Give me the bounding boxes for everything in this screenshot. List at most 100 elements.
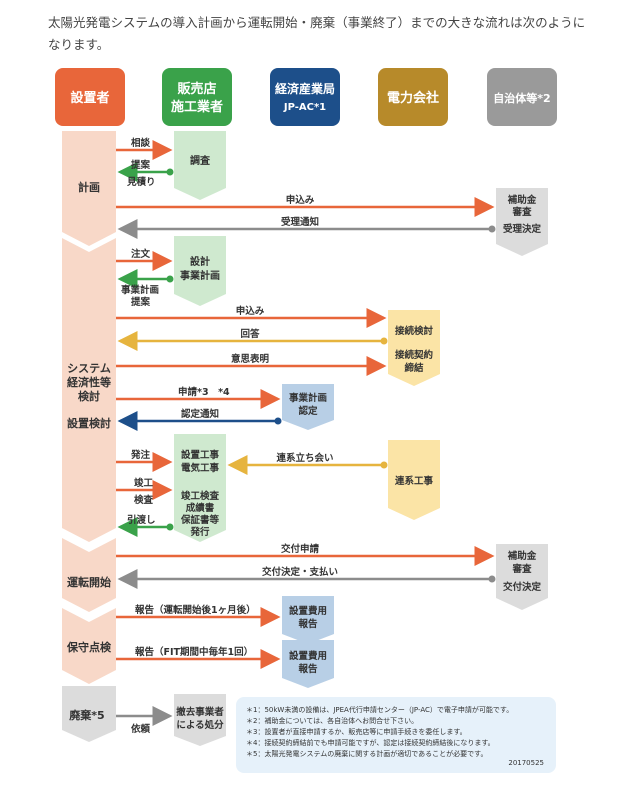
label-completion-2: 検査 <box>134 494 154 506</box>
label-order: 注文 <box>131 248 151 260</box>
phase-maint-shape <box>62 608 116 684</box>
label-order2: 発注 <box>130 449 151 461</box>
label-plan-propose-1: 事業計画 <box>121 284 159 296</box>
phase-plan-shape <box>62 131 116 246</box>
header-meti-label-2: JP-AC*1 <box>283 102 326 113</box>
label-report-fit: 報告（FIT期間中毎年1回） <box>135 646 253 658</box>
box-report1-label-2: 報告 <box>298 618 318 630</box>
box-grid-work <box>388 440 440 520</box>
box-subsidy1-label-2: 審査 <box>511 206 532 218</box>
header-power <box>378 68 448 126</box>
header-vendor-label-2: 施工業者 <box>171 99 223 115</box>
phase-column: 計画 システム 経済性等 検討 設置検討 運転開始 保守点検 廃棄*5 <box>62 131 116 742</box>
label-apply2: 申込み <box>236 305 265 317</box>
box-dispose-label-2: による処分 <box>176 719 224 731</box>
box-subsidy-2 <box>496 544 548 610</box>
label-completion-1: 竣工 <box>134 477 154 489</box>
label-handover: 引渡し <box>127 514 156 526</box>
label-grant-decision: 交付決定・支払い <box>262 566 338 578</box>
box-construct <box>174 434 226 542</box>
label-plan-propose-2: 提案 <box>131 296 151 308</box>
box-survey-label: 調査 <box>190 154 211 167</box>
phase-plan-label: 計画 <box>78 180 100 194</box>
box-subsidy1-label-3: 受理決定 <box>503 223 542 235</box>
box-construct-label-2: 電気工事 <box>181 462 220 474</box>
box-design-label-1: 設計 <box>190 255 210 268</box>
phase-system-label-3: 検討 <box>78 389 100 403</box>
revision-date: 20170525 <box>508 759 544 767</box>
header-vendor-label-1: 販売店 <box>177 81 216 97</box>
box-grid-contract-label-2: 締結 <box>404 362 424 374</box>
vendor-boxes: 調査 設計 事業計画 設置工事 電気工事 竣工検査 成績書 保証書等 発行 撤去… <box>174 131 226 746</box>
box-report-1 <box>282 596 334 644</box>
phase-system-shape <box>62 238 116 542</box>
header-meti <box>270 68 340 126</box>
header-meti-label-1: 経済産業局 <box>275 81 335 96</box>
label-cert-notice: 認定通知 <box>181 408 219 420</box>
box-meti-approve <box>282 384 334 430</box>
box-design-label-2: 事業計画 <box>180 269 220 282</box>
footnote-5: ＊5：太陽光発電システムの廃棄に関する計画が適切であることが必要です。 <box>246 750 488 758</box>
box-construct-label-1: 設置工事 <box>181 449 220 461</box>
footnote-4: ＊4：接続契約締結前でも申請可能ですが、認定は接続契約締結後になります。 <box>246 739 495 747</box>
box-dispose-vendor <box>174 694 226 746</box>
column-headers: 設置者 販売店 施工業者 経済産業局 JP-AC*1 電力会社 自治体等*2 <box>55 68 557 126</box>
phase-start-label: 運転開始 <box>67 575 111 589</box>
arrow-labels: 相談 提案 見積り 申込み 受理通知 注文 事業計画 提案 申込み 回答 意思表… <box>121 137 338 735</box>
label-request: 依頼 <box>131 723 151 735</box>
header-vendor <box>162 68 232 126</box>
box-dispose-label-1: 撤去事業者 <box>176 706 224 718</box>
arrow-propose-dot <box>166 168 174 176</box>
box-grid-work-label: 連系工事 <box>395 475 434 487</box>
local-boxes: 補助金 審査 受理決定 補助金 審査 交付決定 <box>496 188 548 610</box>
box-inspect-label-2: 成績書 <box>186 502 215 514</box>
label-estimate: 見積り <box>126 176 156 188</box>
box-meti-label-2: 認定 <box>298 405 318 417</box>
phase-maint-label: 保守点検 <box>66 640 112 654</box>
box-survey <box>174 131 226 200</box>
label-report-first: 報告（運転開始後1ヶ月後） <box>135 604 256 616</box>
header-local <box>487 68 557 126</box>
box-subsidy2-label-3: 交付決定 <box>503 581 542 593</box>
label-intent: 意思表明 <box>231 353 270 365</box>
meti-boxes: 事業計画 認定 設置費用 報告 設置費用 報告 <box>282 384 334 688</box>
phase-dispose-shape <box>62 686 116 742</box>
box-grid-contract-label-1: 接続契約 <box>395 349 434 361</box>
phase-system-label-2: 経済性等 <box>67 375 111 389</box>
label-answer: 回答 <box>240 328 260 340</box>
phase-start-shape <box>62 538 116 612</box>
phase-system-label-1: システム <box>67 362 111 375</box>
box-grid-review-label: 接続検討 <box>395 325 434 337</box>
footnote-2: ＊2：補助金については、各自治体へお問合せ下さい。 <box>246 717 419 725</box>
label-apply3: 申請*3 *4 <box>178 386 230 398</box>
box-grid-review <box>388 310 440 386</box>
box-report1-label-1: 設置費用 <box>289 605 327 617</box>
box-design <box>174 236 226 306</box>
header-installer <box>55 68 125 126</box>
label-propose: 提案 <box>131 159 151 171</box>
footnote-3: ＊3：設置者が直接申請するか、販売店等に申請手続きを委任します。 <box>246 728 467 736</box>
label-grant-apply: 交付申請 <box>281 543 320 555</box>
phase-dispose-label: 廃棄*5 <box>69 708 104 722</box>
box-inspect-label-3: 保証書等 <box>180 514 220 526</box>
footnote-1: ＊1：50kW未満の設備は、JPEA代行申請センター（JP-AC）で電子申請が可… <box>246 706 514 714</box>
box-subsidy2-label-2: 審査 <box>511 563 532 575</box>
label-receipt: 受理通知 <box>281 216 319 228</box>
box-report2-label-2: 報告 <box>298 663 318 675</box>
intro-text: 太陽光発電システムの導入計画から運転開始・廃棄（事業終了）までの大きな流れは次の… <box>48 15 586 52</box>
box-subsidy1-label-1: 補助金 <box>507 194 537 206</box>
header-local-label: 自治体等*2 <box>493 91 550 105</box>
box-meti-label-1: 事業計画 <box>289 392 327 404</box>
box-report2-label-1: 設置費用 <box>289 650 327 662</box>
label-apply1: 申込み <box>286 194 315 206</box>
box-subsidy-1 <box>496 188 548 256</box>
phase-equip-label: 設置検討 <box>67 416 111 430</box>
box-inspect-label-4: 発行 <box>189 526 210 538</box>
label-consult: 相談 <box>131 137 151 149</box>
header-power-label: 電力会社 <box>387 90 439 106</box>
box-report-2 <box>282 640 334 688</box>
footnotes: ＊1：50kW未満の設備は、JPEA代行申請センター（JP-AC）で電子申請が可… <box>236 697 556 773</box>
arrows <box>116 140 496 726</box>
power-boxes: 接続検討 接続契約 締結 連系工事 <box>388 310 440 520</box>
